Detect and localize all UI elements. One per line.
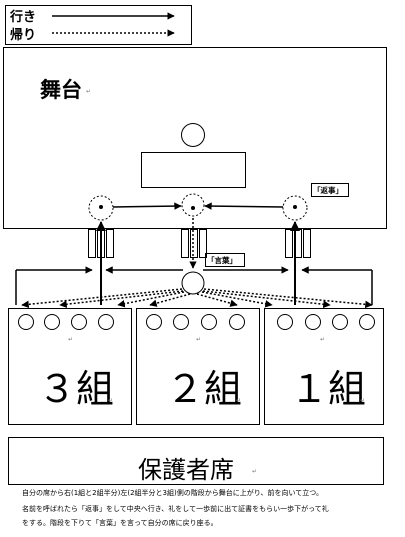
return-path [202,290,331,308]
floor-speech-circle [181,271,205,295]
stage-center-dashed-circle [181,193,205,217]
return-path [59,290,184,308]
paragraph-mark: ↵ [360,397,366,404]
paragraph-mark: ↵ [86,88,92,95]
paragraph-mark: ↵ [68,336,74,343]
paragraph-mark: ↵ [196,336,202,343]
speech-tag-text: 「言葉」 [207,256,237,265]
legend-box [5,5,192,45]
instruction-line-3: をする。階段を下りて「言葉」を言って自分の席に戻り座る。 [22,519,218,527]
stage-center-dot [191,206,195,210]
seat-circle [44,314,60,330]
seat-circle [201,314,217,330]
instruction-line-1: 自分の席から右(1組と2組半分)左(2組半分と3組)側の階段から舞台に上がり、前… [22,489,323,497]
class-label-2: ２組 [166,367,243,411]
seat-circle [359,314,375,330]
class-label-1: １組 [290,367,367,411]
reply-tag: 「返事」 [311,183,349,197]
class-label-3: ３組 [38,367,115,411]
paragraph-mark: ↵ [236,397,242,404]
guardian-label: 保護者席 [138,456,234,484]
stairs-center [181,229,207,258]
reply-tag-text: 「返事」 [313,186,343,195]
lectern-box [141,152,246,188]
paragraph-mark: ↵ [108,397,114,404]
stage-left-dot [99,205,103,209]
stage-title: 舞台 [40,78,82,102]
seat-circle [146,314,162,330]
principal-circle [181,123,205,147]
seat-circle [98,314,114,330]
paragraph-mark: ↵ [320,336,326,343]
stage-path-right [204,202,284,210]
return-path [203,288,373,309]
seat-circle [18,314,34,330]
seat-circle [332,314,348,330]
return-path [196,293,238,307]
return-path [21,288,183,309]
legend-return-label: 帰り [10,28,37,43]
speech-tag: 「言葉」 [205,253,245,267]
seat-circle [229,314,245,330]
stage-right-dot [293,205,297,209]
seat-circle [277,314,293,330]
guardian-box [8,437,384,485]
paragraph-mark: ↵ [252,468,258,475]
seat-circle [305,314,321,330]
return-path [149,293,191,307]
seat-circle [173,314,189,330]
return-path [117,291,185,308]
stage-path-left [112,202,182,210]
seat-circle [71,314,87,330]
instruction-line-2: 名前を呼ばれたら「返事」をして中央へ行き、礼をして一歩前に出て証書をもらい一歩下… [22,505,329,513]
legend-outbound-label: 行き [10,10,37,25]
